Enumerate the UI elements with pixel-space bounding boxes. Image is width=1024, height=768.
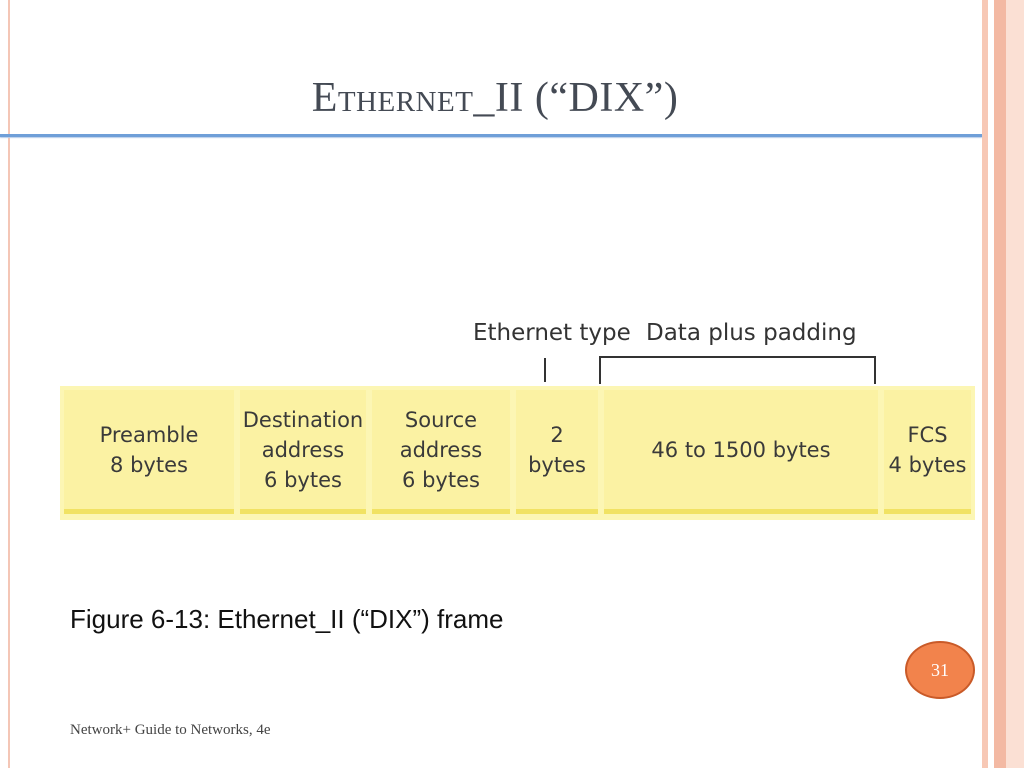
slide-footer: Network+ Guide to Networks, 4e [70,722,271,738]
ethernet-type-label: Ethernet type [473,320,631,346]
slide-border-left [0,0,10,768]
page-number-badge: 31 [905,641,975,699]
data-bracket-right [874,356,876,384]
field-destination: Destination address 6 bytes [240,390,366,514]
field-type-line2: bytes [528,452,586,477]
ethernet-frame-diagram: Ethernet type Data plus padding Preamble… [60,318,975,528]
field-source: Source address 6 bytes [372,390,510,514]
field-data: 46 to 1500 bytes [604,390,878,514]
field-ethernet-type: 2 bytes [516,390,598,514]
data-bracket-left [599,356,601,384]
field-preamble: Preamble 8 bytes [64,390,234,514]
field-destination-line3: 6 bytes [264,467,342,492]
field-source-line2: address [399,437,483,462]
field-destination-line2: address [261,437,345,462]
field-fcs-line2: 4 bytes [888,452,967,477]
title-divider [0,134,982,137]
field-preamble-line2: 8 bytes [110,452,188,477]
field-destination-line1: Destination [242,407,364,432]
field-preamble-line1: Preamble [99,422,199,447]
figure-caption: Figure 6-13: Ethernet_II (“DIX”) frame [70,604,504,634]
slide-title: Ethernet_II (“DIX”) [311,75,679,121]
field-source-line3: 6 bytes [402,467,480,492]
field-fcs: FCS 4 bytes [884,390,971,514]
field-fcs-line1: FCS [907,422,948,447]
field-type-line1: 2 [550,422,564,447]
slide-border-right [976,0,1024,768]
field-data-line1: 46 to 1500 bytes [651,437,831,462]
data-bracket-top [599,356,876,358]
data-padding-label: Data plus padding [646,320,857,346]
field-source-line1: Source [404,407,478,432]
ethernet-type-tick [544,358,546,382]
